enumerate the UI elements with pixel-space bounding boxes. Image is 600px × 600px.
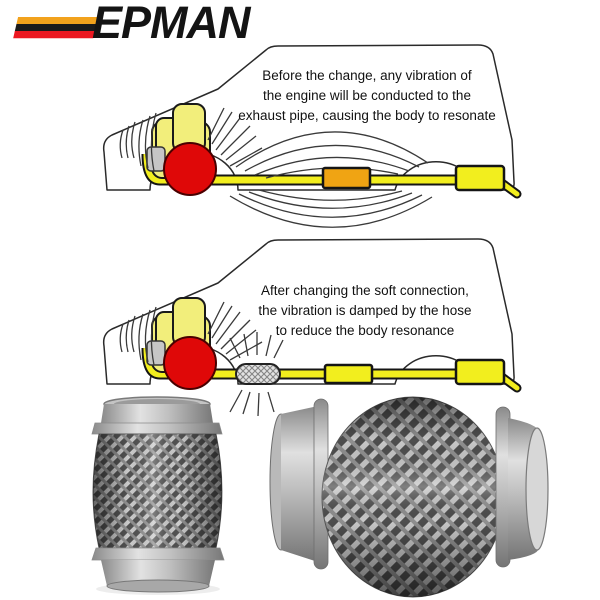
pipe-bottom-rim bbox=[106, 579, 210, 593]
brand-name: EPMAN bbox=[92, 0, 251, 48]
after-caption-line-2: the vibration is damped by the hose bbox=[258, 303, 472, 318]
before-caption-line-2: the engine will be conducted to the bbox=[263, 88, 471, 103]
stripe-bottom bbox=[13, 31, 95, 39]
brand-stripes-icon bbox=[13, 17, 99, 39]
pipe-left-collar bbox=[281, 406, 318, 562]
center-resonator bbox=[323, 363, 374, 385]
center-resonator bbox=[321, 166, 372, 190]
pipe-bottom-flange bbox=[91, 547, 225, 561]
car-diagram-before bbox=[104, 45, 517, 228]
flex-connector bbox=[235, 363, 281, 385]
car-diagram-after bbox=[104, 239, 517, 417]
small-flex-pipe-photo bbox=[91, 396, 225, 595]
large-flex-pipe-photo bbox=[269, 396, 549, 598]
before-caption: Before the change, any vibration of the … bbox=[213, 66, 521, 126]
pipe-right-flange bbox=[495, 406, 511, 568]
pipe-top-flange bbox=[91, 422, 223, 435]
before-caption-line-1: Before the change, any vibration of bbox=[262, 68, 472, 83]
brand-logo: EPMAN bbox=[0, 0, 270, 52]
after-caption-line-3: to reduce the body resonance bbox=[275, 323, 455, 338]
pipe-top-collar bbox=[101, 404, 213, 423]
pipe-bottom-collar bbox=[101, 560, 215, 586]
body-resonance-lines bbox=[229, 131, 433, 228]
damped-vibration-lines bbox=[229, 332, 284, 417]
before-caption-line-3: exhaust pipe, causing the body to resona… bbox=[238, 108, 496, 123]
stripe-top bbox=[16, 17, 99, 25]
stripe-mid bbox=[14, 24, 97, 32]
after-caption: After changing the soft connection, the … bbox=[212, 281, 518, 341]
after-caption-line-1: After changing the soft connection, bbox=[261, 283, 469, 298]
pipe-right-end bbox=[525, 427, 549, 551]
